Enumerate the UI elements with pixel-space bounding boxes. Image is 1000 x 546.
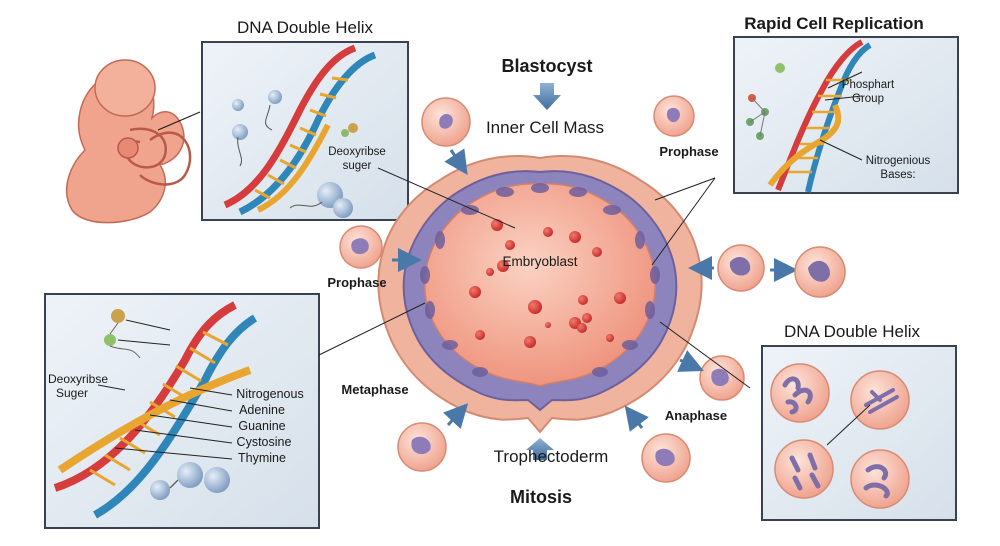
panel-tr-title: Rapid Cell Replication: [744, 14, 923, 33]
cell-top-right: [653, 95, 695, 137]
bases-label-line2: Bases:: [880, 169, 915, 181]
mitosis-label: Mitosis: [510, 487, 572, 507]
panel-tl-label-line2: suger: [343, 160, 372, 172]
panel-tl-dna-helix: [223, 44, 377, 218]
arrow-cell-tl: [444, 148, 468, 175]
anaphase-label: Anaphase: [665, 408, 727, 423]
cell-anaphase: [699, 355, 745, 401]
up-arrow-bottom: [526, 438, 554, 460]
panel-tr-dna-helix: [746, 39, 872, 193]
cell-right-2: [794, 246, 846, 298]
phosphate-label-line1: Phosphart: [842, 79, 895, 91]
base-cystosine: Cystosine: [237, 435, 292, 449]
cell-bottom-left: [397, 422, 447, 472]
connector-br: [659, 321, 751, 389]
bl-sugar-line1: Deoxyribse: [48, 372, 108, 386]
connector-tr-1: [654, 177, 716, 201]
down-arrow-top: [533, 83, 561, 110]
panel-tr: [733, 36, 959, 194]
panel-bl-dna-helix: [53, 301, 258, 519]
blastocyst-title: Blastocyst: [501, 56, 592, 76]
arrow-bottom-left: [443, 403, 469, 429]
arrow-bottom-right: [624, 405, 649, 432]
bases-label-line1: Nitrogenious: [866, 155, 931, 167]
trophectoderm-label: Trophectoderm: [494, 447, 609, 466]
blastocyst: [377, 155, 703, 434]
panel-tl-title: DNA Double Helix: [237, 18, 374, 37]
inner-cell-mass-label: Inner Cell Mass: [486, 118, 604, 137]
embryo-pointer-line: [157, 111, 201, 131]
base-guanine: Guanine: [238, 419, 285, 433]
arrow-anaphase: [677, 350, 704, 372]
panel-tl-label-line1: Deoxyribse: [328, 146, 386, 158]
connector-tl: [377, 167, 516, 229]
bl-sugar-line2: Suger: [56, 386, 88, 400]
cell-right-1: [717, 244, 765, 292]
panel-br-cells: [770, 363, 910, 509]
cell-left: [339, 225, 383, 269]
metaphase-label: Metaphase: [341, 382, 408, 397]
connector-tr-2: [651, 177, 716, 266]
base-nitrogenous: Nitrogenous: [236, 387, 303, 401]
prophase-label-left: Prophase: [327, 275, 386, 290]
embryo-illustration: [65, 59, 192, 224]
prophase-label-top: Prophase: [659, 144, 718, 159]
base-adenine: Adenine: [239, 403, 285, 417]
cell-bottom-right: [641, 433, 691, 483]
cell-top-left: [421, 97, 471, 147]
embryoblast-label: Embryoblast: [502, 254, 577, 269]
panel-br-title: DNA Double Helix: [784, 322, 921, 341]
base-thymine: Thymine: [238, 451, 286, 465]
phosphate-label-line2: Group: [852, 93, 884, 105]
connector-bl: [318, 302, 426, 356]
